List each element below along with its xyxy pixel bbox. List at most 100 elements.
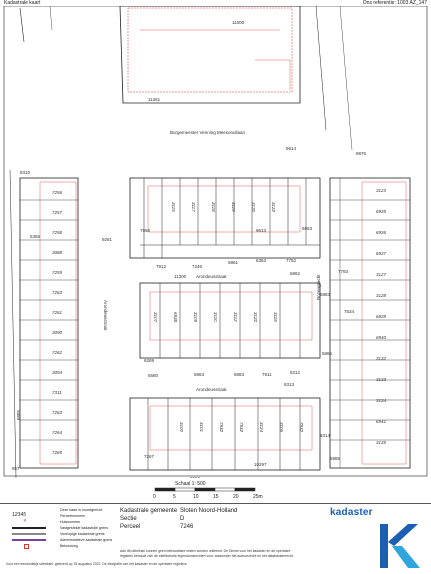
street-arondeusstraat-vertical: Arondeusstraat <box>103 300 108 331</box>
parcel-11300: 11300 <box>174 274 187 279</box>
west-column <box>9 169 79 478</box>
map-frame <box>3 6 428 477</box>
parcel-6885: 6885 <box>16 409 21 420</box>
parcel-7793: 7793 <box>338 269 349 274</box>
top-parcel-number: 11000 <box>232 20 245 25</box>
parcel-5865: 5865 <box>322 351 333 356</box>
parcel-6861: 6861 <box>228 260 239 265</box>
house-number-icon: ✕ <box>23 518 27 523</box>
south-parcel-number: 3100 <box>179 422 184 433</box>
gemeente-value: Sloten Noord-Holland <box>180 508 238 514</box>
building-icon <box>24 544 29 549</box>
street-arondeusstraat-mid: Arondeusstraat <box>196 274 227 279</box>
east-column <box>329 177 411 469</box>
scale-segment <box>234 487 256 492</box>
east-parcel-number: 3135 <box>376 440 387 445</box>
legend-item: Vastgestelde kadastrale grens <box>8 525 158 531</box>
cadastral-map[interactable]: 11000 11361 Burgemeester Venning Meesonu… <box>0 6 431 478</box>
west-parcel-number: 7262 <box>52 350 63 355</box>
scale-tick-label: 10 <box>193 494 199 500</box>
top-parcel-group <box>19 6 353 151</box>
scale-tick-label: 0 <box>153 494 156 500</box>
parcel-5355: 5355 <box>30 234 41 239</box>
west-parcel-number: 7263 <box>52 290 63 295</box>
parcel-8314: 8314 <box>320 433 331 438</box>
scale-segment <box>174 487 196 492</box>
north-parcel-number: 3115 <box>171 202 176 212</box>
east-column-labels: 3123693569366937312731286939694031323133… <box>376 188 387 445</box>
west-parcel-number: 3088 <box>52 250 63 255</box>
middle-parcel-number: 3122 <box>253 312 258 323</box>
south-parcel-number: 7532 <box>239 422 244 433</box>
legend-divider <box>0 503 431 504</box>
street-rozengracht: Rozengracht <box>316 274 321 300</box>
north-block <box>129 177 321 259</box>
logo-text: kadaster <box>330 507 373 518</box>
west-parcel-number: 7256 <box>52 190 63 195</box>
legend-label: Bebouwing <box>60 544 78 548</box>
west-parcel-number: 7265 <box>52 450 63 455</box>
east-parcel-number: 3132 <box>376 356 387 361</box>
east-parcel-number: 3133 <box>376 377 387 382</box>
parcel-8310: 8310 <box>20 170 31 175</box>
south-parcel-number: 3124 <box>259 422 264 433</box>
parcel-6863: 6863 <box>194 372 205 377</box>
middle-parcel-number: 3107 <box>153 312 158 323</box>
road-label: Burgemeester Venning Meesonullaan <box>170 130 246 135</box>
south-block <box>129 397 321 471</box>
east-parcel-number: 6940 <box>376 335 387 340</box>
scale-segment <box>194 487 216 492</box>
parcel-6883: 6883 <box>234 372 245 377</box>
middle-parcel-number: 3112 <box>233 312 238 322</box>
south-parcel-number: 7532 <box>299 422 304 433</box>
parcel-9614: 9614 <box>286 146 297 151</box>
top-left-parcel-number: 11361 <box>148 97 161 102</box>
parcel-7958: 7958 <box>140 228 151 233</box>
legend-label: Voorlopige kadastrale grens <box>60 532 105 536</box>
legend-item: Deze kaart is noordgericht <box>8 507 158 513</box>
west-parcel-number: 3094 <box>52 370 63 375</box>
parcel-10297: 10297 <box>254 462 267 467</box>
parcel-7267: 7267 <box>144 454 155 459</box>
west-parcel-number: 7263 <box>52 410 63 415</box>
sectie-label: Sectie <box>120 516 137 522</box>
parcel-7246: 7246 <box>192 264 203 269</box>
west-column-labels: 7256725772583088725972637261309072623094… <box>52 190 63 455</box>
legend-line-symbol <box>12 539 46 541</box>
parcel-6363: 6363 <box>256 258 267 263</box>
street-arondeusstraat-low: Arondeusstraat <box>196 387 227 392</box>
south-parcel-number: 3106 <box>279 422 284 433</box>
perceel-label: Perceel <box>120 524 141 530</box>
east-parcel-number: 3123 <box>376 188 387 193</box>
parcel-7912: 7912 <box>156 264 167 269</box>
east-parcel-number: 3128 <box>376 293 387 298</box>
parcel-5853: 5853 <box>302 226 313 231</box>
header-reference: Ons referentie: 1003 AZ_147 <box>362 0 427 6</box>
parcel-6862: 6862 <box>290 271 301 276</box>
parcel-857: 857 <box>12 466 20 471</box>
west-parcel-number: 7259 <box>52 270 63 275</box>
header-title: Kadastrale kaart <box>4 0 41 6</box>
bottom-note: Voor een eenduidelijk uittreksel, geleve… <box>6 562 188 566</box>
north-parcel-number: 3117 <box>191 202 196 212</box>
east-parcel-number: 3127 <box>376 272 387 277</box>
east-parcel-number: 6941 <box>376 419 387 424</box>
scale-segment <box>154 487 176 492</box>
north-parcel-number: 3118 <box>211 202 216 212</box>
scale-segment <box>214 487 236 492</box>
west-parcel-number: 7258 <box>52 230 63 235</box>
west-parcel-number: 7264 <box>52 430 63 435</box>
parcel-9261: 9261 <box>102 237 113 242</box>
parcel-8313: 8313 <box>284 382 295 387</box>
west-parcel-number: 7311 <box>52 390 62 395</box>
east-parcel-number: 6936 <box>376 230 387 235</box>
legend-item: Bebouwing <box>8 543 158 549</box>
gemeente-label: Kadastrale gemeente <box>120 508 178 514</box>
legend-line-symbol <box>12 527 46 529</box>
parcel-7911: 7911 <box>262 372 272 377</box>
